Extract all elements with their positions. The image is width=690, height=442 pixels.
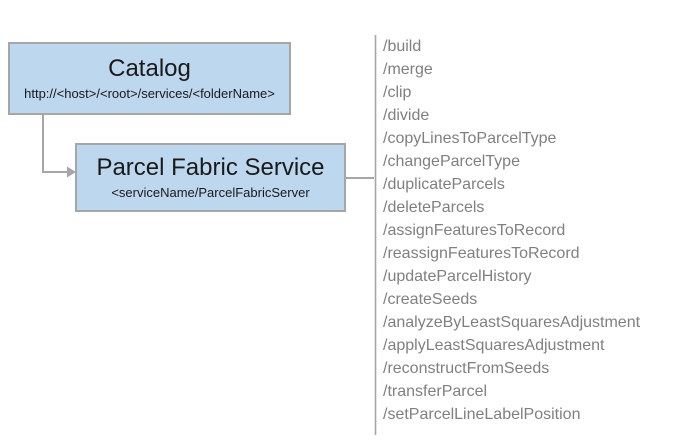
parcel-fabric-service-box: Parcel Fabric Service <serviceName/Parce…	[75, 143, 346, 212]
endpoint-item: /build	[383, 38, 422, 55]
endpoint-item: /divide	[383, 107, 430, 124]
endpoint-item: /applyLeastSquaresAdjustment	[383, 337, 605, 354]
endpoint-item: /createSeeds	[383, 291, 478, 308]
endpoint-item: /copyLinesToParcelType	[383, 130, 557, 147]
endpoint-item: /merge	[383, 61, 433, 78]
endpoint-item: /updateParcelHistory	[383, 268, 532, 285]
catalog-box-url: http://<host>/<root>/services/<folderNam…	[24, 85, 275, 101]
endpoint-item: /changeParcelType	[383, 153, 520, 170]
catalog-box: Catalog http://<host>/<root>/services/<f…	[8, 42, 291, 115]
endpoint-item: /setParcelLineLabelPosition	[383, 406, 581, 423]
endpoint-item: /reassignFeaturesToRecord	[383, 245, 580, 262]
catalog-box-title: Catalog	[108, 55, 191, 83]
service-box-url: <serviceName/ParcelFabricServer	[111, 184, 310, 200]
catalog-to-service-connector	[42, 115, 67, 173]
endpoint-item: /analyzeByLeastSquaresAdjustment	[383, 314, 641, 331]
endpoint-item: /transferParcel	[383, 383, 488, 400]
endpoint-item: /deleteParcels	[383, 199, 485, 216]
endpoint-list: /build/merge/clip/divide/copyLinesToParc…	[383, 35, 640, 426]
endpoint-item: /assignFeaturesToRecord	[383, 222, 566, 239]
service-box-title: Parcel Fabric Service	[96, 154, 325, 182]
endpoint-item: /reconstructFromSeeds	[383, 360, 550, 377]
endpoint-item: /clip	[383, 84, 412, 101]
endpoint-item: /duplicateParcels	[383, 176, 505, 193]
